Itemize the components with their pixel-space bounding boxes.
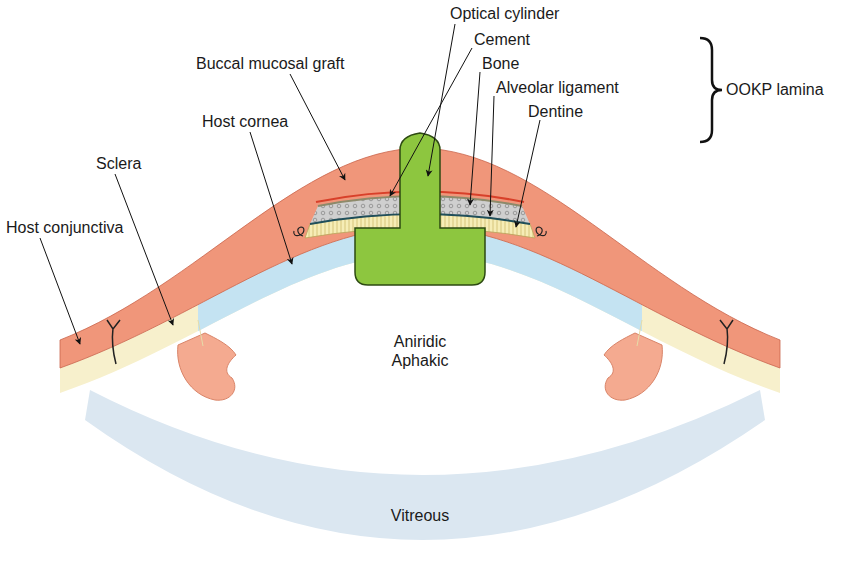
part-label: Sclera <box>96 154 141 173</box>
part-label: Buccal mucosal graft <box>196 54 345 73</box>
leader-lines <box>40 24 540 344</box>
leader-line <box>290 74 345 180</box>
part-label: Aniridic Aphakic <box>380 332 460 370</box>
leader-line <box>516 120 540 227</box>
suture <box>294 227 304 236</box>
bracket <box>700 38 722 142</box>
suture <box>536 227 546 236</box>
part-label: Host cornea <box>202 112 288 131</box>
part-label: OOKP lamina <box>726 80 824 99</box>
optical-cylinder <box>355 133 485 285</box>
ciliary-body <box>604 333 662 400</box>
part-label: Optical cylinder <box>450 4 559 23</box>
part-label: Alveolar ligament <box>496 78 619 97</box>
leader-line <box>470 72 480 205</box>
leader-line <box>390 48 472 196</box>
ciliary-body <box>178 333 236 400</box>
part-label: Vitreous <box>375 506 465 525</box>
leader-line <box>250 132 292 264</box>
leader-line <box>428 24 455 176</box>
leader-line <box>115 174 173 325</box>
part-label: Cement <box>474 30 530 49</box>
vitreous <box>85 390 765 540</box>
leader-line <box>490 96 494 216</box>
part-label: Bone <box>482 54 519 73</box>
suture <box>720 320 733 364</box>
suture <box>107 320 120 364</box>
part-label: Host conjunctiva <box>6 218 123 237</box>
leader-line <box>40 238 80 344</box>
part-label: Dentine <box>528 102 583 121</box>
